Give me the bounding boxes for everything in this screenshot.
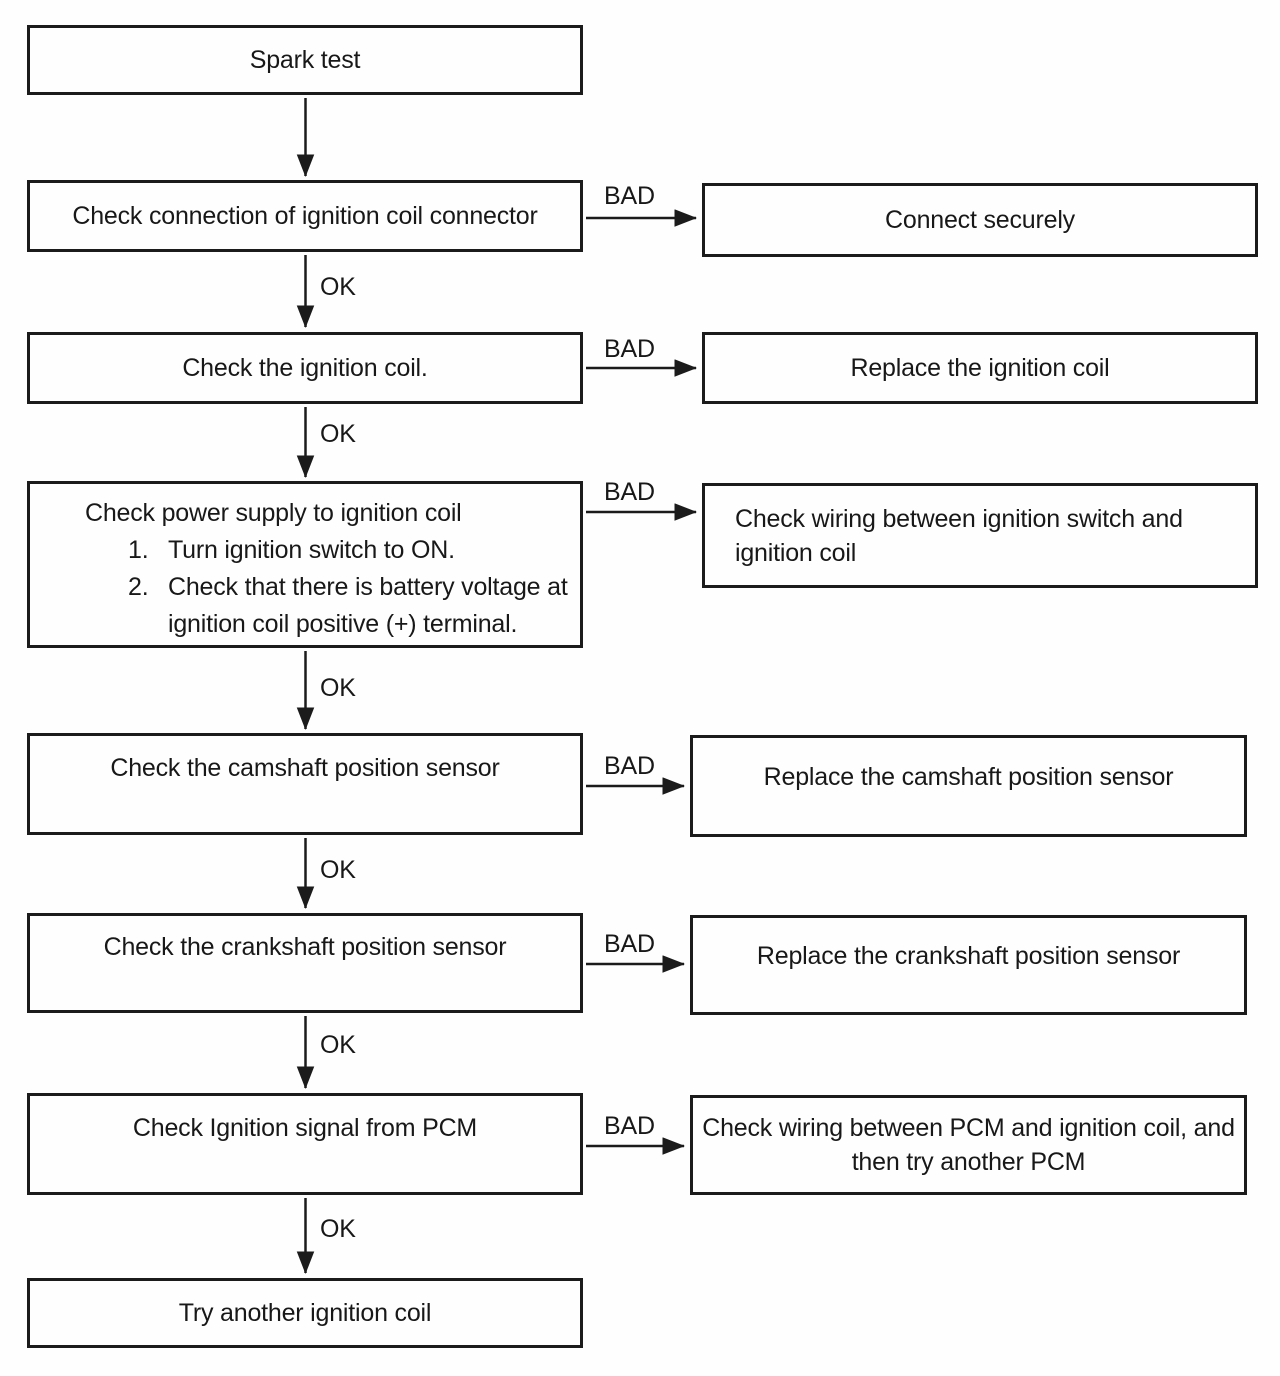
step-text: Turn ignition switch to ON. — [168, 536, 455, 564]
step-text: Check that there is battery voltage at i… — [168, 573, 568, 638]
node-check-ignition-coil: Check the ignition coil. — [27, 332, 583, 404]
node-check-connection: Check connection of ignition coil connec… — [27, 180, 583, 252]
ok-label-2: OK — [320, 420, 356, 448]
power-supply-step-2: 2. Check that there is battery voltage a… — [60, 569, 572, 643]
node-check-wiring-pcm: Check wiring between PCM and ignition co… — [690, 1095, 1247, 1195]
node-try-another-coil: Try another ignition coil — [27, 1278, 583, 1348]
step-number: 1. — [128, 536, 149, 564]
power-supply-step-1: 1. Turn ignition switch to ON. — [60, 532, 572, 569]
ok-label-6: OK — [320, 1215, 356, 1243]
ok-label-3: OK — [320, 674, 356, 702]
node-replace-ignition-coil: Replace the ignition coil — [702, 332, 1258, 404]
bad-label-5: BAD — [604, 930, 655, 958]
node-check-wiring-ignition-switch: Check wiring between ignition switch and… — [702, 483, 1258, 588]
ok-label-1: OK — [320, 273, 356, 301]
node-replace-camshaft-sensor: Replace the camshaft position sensor — [690, 735, 1247, 837]
bad-label-2: BAD — [604, 335, 655, 363]
node-connect-securely: Connect securely — [702, 183, 1258, 257]
power-supply-title: Check power supply to ignition coil — [85, 499, 462, 527]
ok-label-4: OK — [320, 856, 356, 884]
bad-label-6: BAD — [604, 1112, 655, 1140]
node-check-crankshaft-sensor: Check the crankshaft position sensor — [27, 913, 583, 1013]
node-replace-crankshaft-sensor: Replace the crankshaft position sensor — [690, 915, 1247, 1015]
node-check-power-supply: Check power supply to ignition coil 1. T… — [27, 481, 583, 648]
bad-label-4: BAD — [604, 752, 655, 780]
ok-label-5: OK — [320, 1031, 356, 1059]
node-spark-test: Spark test — [27, 25, 583, 95]
step-number: 2. — [128, 573, 149, 601]
bad-label-3: BAD — [604, 478, 655, 506]
bad-label-1: BAD — [604, 182, 655, 210]
node-check-ignition-signal-pcm: Check Ignition signal from PCM — [27, 1093, 583, 1195]
node-check-camshaft-sensor: Check the camshaft position sensor — [27, 733, 583, 835]
